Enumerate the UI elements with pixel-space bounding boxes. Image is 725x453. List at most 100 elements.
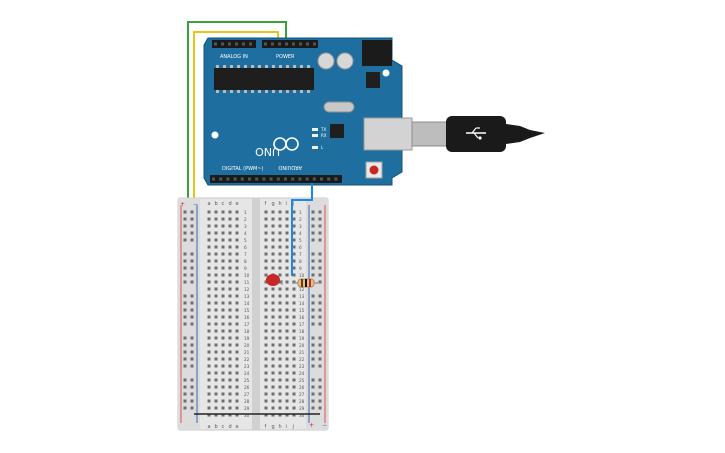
- row-number: 3: [244, 224, 247, 229]
- crystal: [323, 101, 355, 113]
- row-number: 15: [244, 308, 250, 313]
- row-number: 7: [244, 252, 247, 257]
- usb-cable[interactable]: [363, 116, 545, 152]
- uno-label: UNO: [255, 145, 280, 158]
- row-number: 6: [244, 245, 247, 250]
- wire-green[interactable]: [187, 21, 287, 210]
- rail-minus-label-top-left: −: [193, 201, 198, 208]
- column-label: h: [279, 201, 282, 207]
- column-label: g: [272, 424, 275, 430]
- breadboard-holes: [183, 210, 322, 417]
- row-number: 23: [244, 364, 250, 369]
- tx-led: [312, 128, 318, 131]
- row-number: 4: [299, 231, 302, 236]
- row-number: 19: [244, 336, 250, 341]
- left-rail-strip: [178, 198, 200, 430]
- column-label: i: [286, 424, 287, 430]
- column-label: c: [222, 424, 225, 430]
- reset-button[interactable]: [365, 161, 383, 179]
- row-numbers: 1122334455667788991010111112121313141415…: [244, 210, 305, 418]
- column-label: g: [272, 201, 275, 207]
- row-number: 30: [244, 413, 250, 418]
- arduino-board[interactable]: ANALOG IN POWER DIGITAL (PWM~) TX RX L U…: [203, 37, 403, 186]
- digital-header-strip: [210, 175, 342, 183]
- row-number: 12: [299, 287, 305, 292]
- row-number: 9: [244, 266, 247, 271]
- breadboard[interactable]: 1122334455667788991010111112121313141415…: [177, 197, 329, 431]
- rail-plus-label-top-left: +: [180, 201, 185, 208]
- l-led: [312, 146, 318, 149]
- row-number: 19: [299, 336, 305, 341]
- row-number: 9: [299, 266, 302, 271]
- row-number: 22: [299, 357, 305, 362]
- row-number: 4: [244, 231, 247, 236]
- l-label: L: [321, 145, 324, 150]
- row-number: 1: [299, 210, 302, 215]
- row-number: 28: [299, 399, 305, 404]
- row-number: 5: [299, 238, 302, 243]
- usb-icon: [466, 127, 486, 140]
- digital-label: DIGITAL (PWM~): [222, 166, 264, 172]
- usb-port: [363, 117, 413, 151]
- row-number: 24: [299, 371, 305, 376]
- row-number: 17: [299, 322, 305, 327]
- rail-plus-label-bottom-right: +: [309, 422, 314, 429]
- column-label: b: [215, 201, 218, 207]
- row-number: 22: [244, 357, 250, 362]
- row-number: 26: [299, 385, 305, 390]
- column-label: c: [222, 201, 225, 207]
- analog-header-strip: [212, 40, 256, 48]
- row-number: 5: [244, 238, 247, 243]
- led-red[interactable]: [266, 274, 283, 286]
- rx-label: RX: [321, 133, 327, 138]
- column-label: e: [236, 424, 239, 430]
- row-number: 14: [244, 301, 250, 306]
- resistor[interactable]: [292, 278, 318, 288]
- row-number: 8: [244, 259, 247, 264]
- row-number: 6: [299, 245, 302, 250]
- right-rail-strip: [306, 198, 328, 430]
- row-number: 11: [244, 280, 250, 285]
- row-number: 10: [299, 273, 305, 278]
- row-number: 3: [299, 224, 302, 229]
- column-label: i: [286, 201, 287, 207]
- row-number: 13: [244, 294, 250, 299]
- row-number: 21: [244, 350, 250, 355]
- arduino-logo-icon: [273, 137, 299, 151]
- row-number: 27: [244, 392, 250, 397]
- column-label: a: [208, 424, 211, 430]
- center-channel: [252, 198, 260, 430]
- row-number: 16: [244, 315, 250, 320]
- column-label: f: [265, 201, 267, 207]
- analog-in-label: ANALOG IN: [220, 54, 248, 60]
- row-number: 2: [244, 217, 247, 222]
- rx-led: [312, 134, 318, 137]
- row-number: 2: [299, 217, 302, 222]
- row-number: 1: [244, 210, 247, 215]
- wire-blue[interactable]: [291, 183, 313, 276]
- arduino-brand-label: ARDUINO: [278, 164, 302, 170]
- row-number: 17: [244, 322, 250, 327]
- row-number: 18: [299, 329, 305, 334]
- capacitor-2: [336, 52, 354, 70]
- microcontroller-chip: [214, 68, 314, 90]
- row-number: 20: [299, 343, 305, 348]
- power-label: POWER: [276, 54, 295, 60]
- row-number: 26: [244, 385, 250, 390]
- power-jack: [362, 40, 392, 66]
- row-number: 20: [244, 343, 250, 348]
- row-number: 24: [244, 371, 250, 376]
- row-number: 27: [299, 392, 305, 397]
- row-number: 8: [299, 259, 302, 264]
- row-number: 10: [244, 273, 250, 278]
- row-number: 16: [299, 315, 305, 320]
- column-label: a: [208, 201, 211, 207]
- mounting-hole: [382, 69, 390, 77]
- rail-minus-label-bottom-right: −: [322, 422, 327, 429]
- column-label: b: [215, 424, 218, 430]
- row-number: 29: [244, 406, 250, 411]
- row-number: 29: [299, 406, 305, 411]
- row-number: 13: [299, 294, 305, 299]
